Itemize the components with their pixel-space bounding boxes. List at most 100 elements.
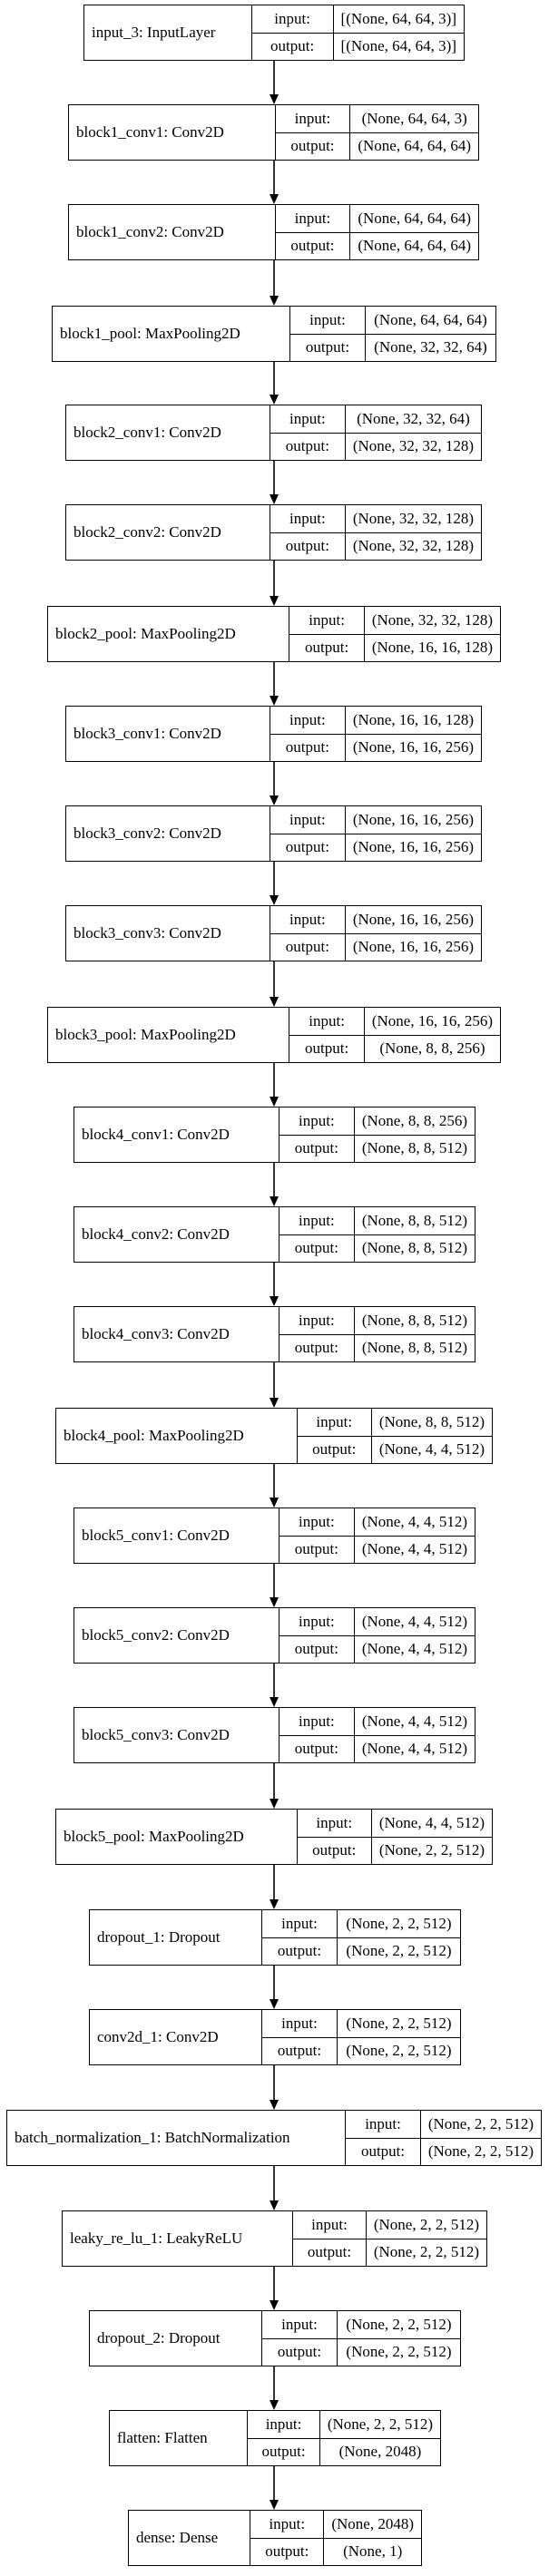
layer-name: dropout_1: Dropout [90, 1910, 262, 1965]
io-labels: input: output: [275, 205, 351, 259]
output-shape: (None, 2, 2, 512) [427, 2142, 534, 2161]
io-labels: input:output: [251, 5, 334, 60]
layer-name: batch_normalization_1: BatchNormalizatio… [7, 2111, 347, 2165]
output-label: output: [305, 1039, 349, 1058]
input-label: input: [262, 1910, 337, 1938]
io-labels: input:output: [297, 1409, 372, 1463]
layer-name: block2_pool: MaxPooling2D [48, 607, 290, 661]
input-label: input: [289, 1008, 364, 1036]
layer-name: block1_conv2: Conv2D [69, 205, 276, 259]
io-labels: input: output: [290, 307, 366, 361]
input-label: input: [275, 205, 350, 233]
io-shapes: (None, 2, 2, 512)(None, 2, 2, 512) [338, 2010, 460, 2064]
layer-name: block4_conv1: Conv2D [74, 1107, 279, 1162]
layer-name: flatten: Flatten [110, 2411, 249, 2465]
layer-name: dense: Dense [129, 2511, 251, 2565]
layer-name: block2_conv1: Conv2D [66, 405, 270, 460]
io-shapes: (None, 16, 16, 128)(None, 16, 16, 256) [345, 707, 481, 761]
input-label: input: [293, 2211, 366, 2239]
output-shape: (None, 2, 2, 512) [346, 2042, 452, 2060]
output-label: output: [290, 137, 335, 155]
input-shape: (None, 64, 64, 3) [350, 105, 478, 133]
output-shape: (None, 8, 8, 512) [361, 1139, 467, 1157]
output-label: output: [305, 338, 350, 356]
arrowhead-icon [270, 1296, 279, 1306]
input-shape: (None, 32, 32, 64) [345, 405, 481, 434]
output-label: output: [285, 437, 329, 455]
output-label: output: [294, 1740, 338, 1758]
input-shape: (None, 32, 32, 128) [345, 505, 481, 533]
layer-name: input_3: InputLayer [84, 5, 252, 60]
output-shape: (None, 16, 16, 256) [352, 938, 474, 956]
input-shape: (None, 16, 16, 256) [364, 1008, 500, 1036]
io-shapes: (None, 16, 16, 256)(None, 16, 16, 256) [345, 806, 481, 861]
output-shape: (None, 2, 2, 512) [378, 1841, 485, 1859]
io-labels: input:output: [270, 707, 346, 761]
io-labels: input: output: [270, 505, 346, 560]
output-label: output: [285, 938, 329, 956]
input-label: input: [290, 307, 365, 335]
layer-node: batch_normalization_1: BatchNormalizatio… [6, 2110, 542, 2166]
input-label: input: [270, 707, 345, 735]
input-label: input: [251, 5, 333, 34]
io-labels: input: output: [293, 2211, 367, 2266]
io-labels: input: output: [250, 2511, 325, 2565]
output-label: output: [277, 2042, 322, 2060]
io-shapes: (None, 64, 64, 64)(None, 64, 64, 64) [350, 205, 478, 259]
arrowhead-icon [270, 997, 279, 1007]
io-shapes: (None, 64, 64, 64)(None, 32, 32, 64) [366, 307, 495, 361]
arrowhead-icon [270, 596, 279, 606]
output-label: output: [312, 1841, 357, 1859]
io-labels: input:output: [289, 607, 365, 661]
input-label: input: [270, 505, 345, 533]
input-label: input: [297, 1810, 371, 1838]
input-label: input: [250, 2511, 324, 2539]
io-shapes: (None, 8, 8, 512)(None, 4, 4, 512) [371, 1409, 492, 1463]
output-shape: (None, 32, 32, 128) [352, 437, 474, 455]
input-label: input: [279, 1608, 354, 1636]
io-labels: input:output: [270, 906, 346, 961]
output-label: output: [290, 237, 335, 255]
arrowhead-icon [270, 696, 279, 706]
output-shape: (None, 2, 2, 512) [346, 1942, 452, 1960]
io-shapes: (None, 2, 2, 512)(None, 2048) [319, 2411, 440, 2465]
input-shape: (None, 16, 16, 256) [345, 906, 481, 934]
output-shape: (None, 4, 4, 512) [361, 1640, 467, 1658]
output-shape: (None, 4, 4, 512) [361, 1540, 467, 1558]
input-label: input: [279, 1107, 354, 1136]
output-shape: [(None, 64, 64, 3)] [340, 37, 456, 55]
io-labels: input:output: [262, 2311, 338, 2366]
output-shape: (None, 16, 16, 256) [352, 738, 474, 756]
output-label: output: [285, 537, 329, 555]
output-label: output: [277, 2343, 322, 2361]
input-shape: (None, 8, 8, 512) [371, 1409, 492, 1437]
arrowhead-icon [270, 1498, 279, 1508]
io-labels: input:output: [346, 2111, 421, 2165]
layer-name: block3_conv1: Conv2D [66, 707, 270, 761]
output-label: output: [294, 1239, 338, 1257]
input-shape: (None, 4, 4, 512) [354, 1708, 475, 1736]
input-shape: (None, 2, 2, 512) [338, 1910, 460, 1938]
output-label: output: [307, 2243, 352, 2261]
output-label: output: [294, 1640, 338, 1658]
output-shape: (None, 8, 8, 256) [379, 1039, 485, 1058]
io-labels: input:output: [279, 1508, 355, 1563]
input-label: input: [297, 1409, 371, 1437]
output-label: output: [265, 2542, 309, 2561]
layer-name: block3_pool: MaxPooling2D [48, 1008, 290, 1062]
arrowhead-icon [270, 795, 279, 805]
input-label: input: [270, 405, 345, 434]
layer-name: leaky_re_lu_1: LeakyReLU [63, 2211, 294, 2266]
io-labels: input:output: [279, 1307, 355, 1361]
arrowhead-icon [270, 1097, 279, 1107]
